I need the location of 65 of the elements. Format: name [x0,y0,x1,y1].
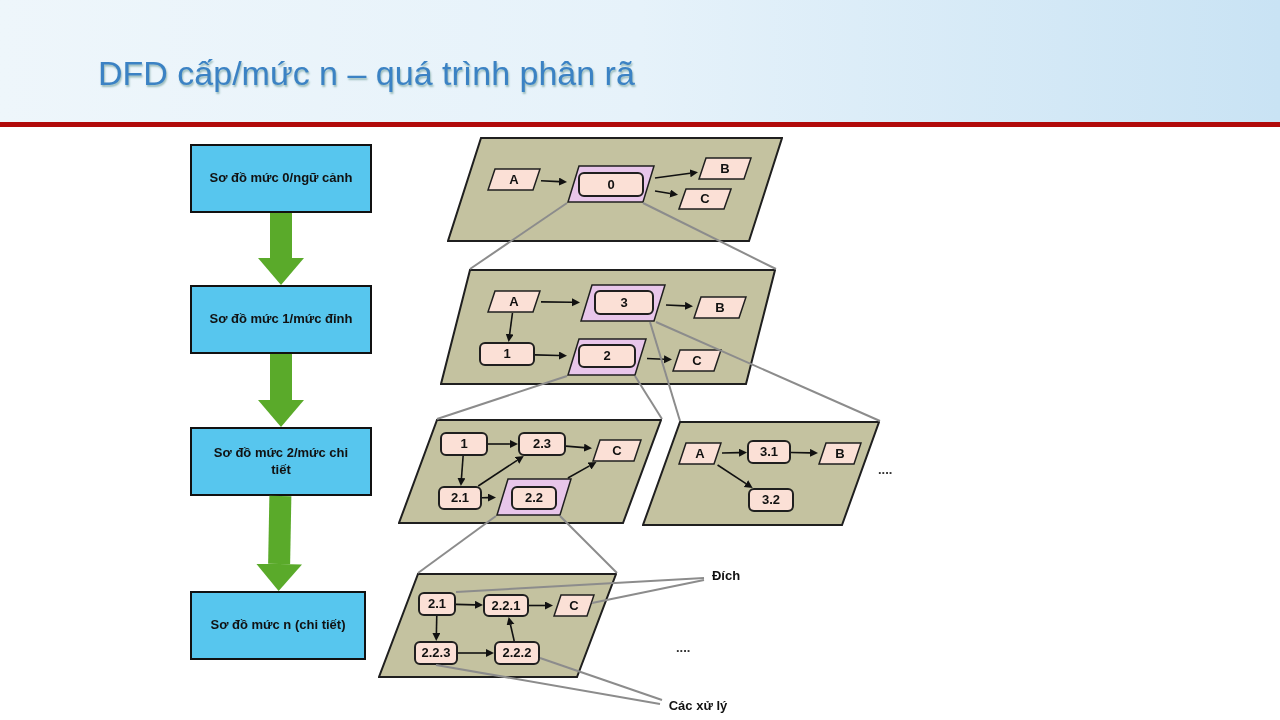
process-box: 1 [479,342,535,366]
flow-arrow [654,169,698,179]
projection-line [436,375,568,420]
flow-arrow [565,443,592,452]
process-box: 1 [440,432,488,456]
flow-arrow [481,493,496,502]
flow-arrow [540,177,567,186]
process-box: 2.3 [518,432,566,456]
ellipsis-text: .... [676,639,691,657]
process-box: 2.2.1 [483,594,529,617]
flow-arrow [646,355,672,364]
flow-arrow [721,448,747,457]
process-box: 0 [578,172,644,197]
flow-arrow [477,456,524,487]
flow-arrow [665,301,693,310]
flow-arrow [654,189,678,198]
callout-text: Đích [704,567,748,585]
process-box: 2.1 [438,486,482,510]
flow-arrow [528,601,553,610]
process-box: 2.2.2 [494,641,540,665]
process-box: 3 [594,290,654,315]
flow-arrow [540,298,580,307]
flow-arrow [487,440,518,448]
process-box: 3.1 [747,440,791,464]
projection-line [634,375,663,420]
flow-arrow [716,464,753,488]
leader-line [435,664,661,705]
ellipsis-text: .... [878,461,893,479]
flow-arrow [567,462,597,479]
flow-arrow [534,351,567,360]
slide-title: DFD cấp/mức n – quá trình phân rã [98,53,635,94]
flow-arrow [455,600,483,609]
level-box: Sơ đồ mức n (chi tiết) [190,591,366,660]
projection-line [469,202,568,270]
callout-text: Các xử lý [660,697,736,715]
level-box: Sơ đồ mức 1/mức đỉnh [190,285,372,354]
process-box: 2.1 [418,592,456,616]
diagram-plane [440,269,776,385]
process-box: 2 [578,344,636,368]
process-box: 2.2.3 [414,641,458,665]
diagram-plane [447,137,783,242]
process-box: 2.2 [511,486,557,510]
flow-arrow [506,617,515,642]
projection-line [417,515,497,574]
level-box: Sơ đồ mức 2/mức chi tiết [190,427,372,496]
flow-arrow [790,448,818,457]
down-arrow [258,354,304,427]
level-box: Sơ đồ mức 0/ngữ cảnh [190,144,372,213]
projection-line [642,202,777,270]
diagram-plane [398,419,662,524]
projection-line [655,321,881,422]
flow-arrow [432,615,441,641]
flow-arrow [457,455,466,486]
flow-arrow [505,312,514,342]
down-arrow [256,495,303,591]
process-box: 3.2 [748,488,794,512]
leader-line [591,579,705,604]
flow-arrow [457,649,494,657]
diagram-plane [642,421,880,526]
leader-line [539,657,663,701]
leader-line [455,577,705,593]
projection-line [559,515,618,574]
down-arrow [258,213,304,285]
projection-line [649,321,681,422]
diagram-plane [378,573,617,678]
